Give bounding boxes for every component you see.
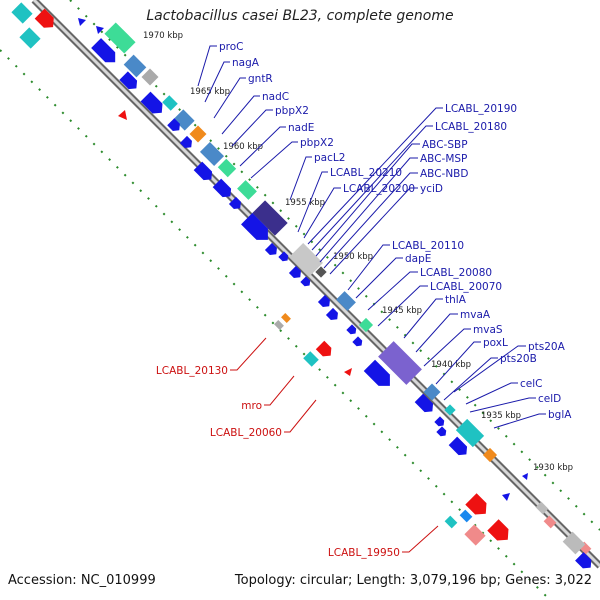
gene-label[interactable]: bglA <box>548 409 572 421</box>
label-leaders-forward <box>197 45 546 429</box>
gene-label[interactable]: ABC-SBP <box>422 139 468 151</box>
gene-label[interactable]: LCABL_20110 <box>392 240 464 252</box>
gene-label[interactable]: mvaS <box>473 324 503 336</box>
gene-label[interactable]: poxL <box>483 337 508 349</box>
gene-label[interactable]: nagA <box>232 57 260 69</box>
forward-labels: proC nagA gntR nadC pbpX2 nadE pbpX2 pac… <box>219 41 572 421</box>
gene-label[interactable]: LCABL_20200 <box>343 183 415 195</box>
kbp-tick: 1955 kbp <box>285 198 325 208</box>
forward-genes <box>78 18 592 569</box>
gene-label[interactable]: LCABL_20130 <box>156 365 228 377</box>
kbp-tick: 1970 kbp <box>143 31 183 41</box>
kbp-tick: 1960 kbp <box>223 142 263 152</box>
reverse-labels: LCABL_20130 mro LCABL_20060 LCABL_19950 <box>156 365 400 559</box>
gene-label[interactable]: pts20B <box>500 353 537 365</box>
kbp-tick: 1950 kbp <box>333 252 373 262</box>
gene-label[interactable]: LCABL_19950 <box>328 547 400 559</box>
gene-label[interactable]: dapE <box>405 253 431 265</box>
gene-label[interactable]: pts20A <box>528 341 566 353</box>
label-leaders-reverse <box>230 337 439 553</box>
map-title: Lactobacillus casei BL23, complete genom… <box>146 8 454 24</box>
gene-label[interactable]: ABC-NBD <box>420 168 468 180</box>
gene-label[interactable]: LCABL_20190 <box>445 103 517 115</box>
gene-label[interactable]: gntR <box>248 73 273 85</box>
gene-label[interactable]: pbpX2 <box>275 105 309 117</box>
reverse-genes <box>11 2 592 555</box>
kbp-tick: 1935 kbp <box>481 411 521 421</box>
gene-label[interactable]: celC <box>520 378 542 390</box>
gene-label[interactable]: LCABL_20080 <box>420 267 492 279</box>
gene-label[interactable]: mvaA <box>460 309 491 321</box>
gene-label[interactable]: LCABL_20180 <box>435 121 507 133</box>
gene-label[interactable]: LCABL_20060 <box>210 427 282 439</box>
gene-label[interactable]: pacL2 <box>314 152 345 164</box>
gene-label[interactable]: pbpX2 <box>300 137 334 149</box>
gene-label[interactable]: proC <box>219 41 244 53</box>
kbp-tick: 1945 kbp <box>382 306 422 316</box>
gene-label[interactable]: LCABL_20210 <box>330 167 402 179</box>
gene-label[interactable]: nadC <box>262 91 289 103</box>
gene-label[interactable]: mro <box>241 400 262 412</box>
genome-stats-text: Topology: circular; Length: 3,079,196 bp… <box>234 573 592 588</box>
kbp-tick: 1930 kbp <box>533 463 573 473</box>
kbp-tick: 1940 kbp <box>431 360 471 370</box>
gene-label[interactable]: nadE <box>288 122 314 134</box>
gene-label[interactable]: celD <box>538 393 561 405</box>
genome-backbone <box>31 0 600 569</box>
gene-label[interactable]: yciD <box>420 183 443 195</box>
gene-label[interactable]: thlA <box>445 294 467 306</box>
accession-text: Accession: NC_010999 <box>8 573 156 588</box>
gene-label[interactable]: ABC-MSP <box>420 153 467 165</box>
gene-label[interactable]: LCABL_20070 <box>430 281 502 293</box>
